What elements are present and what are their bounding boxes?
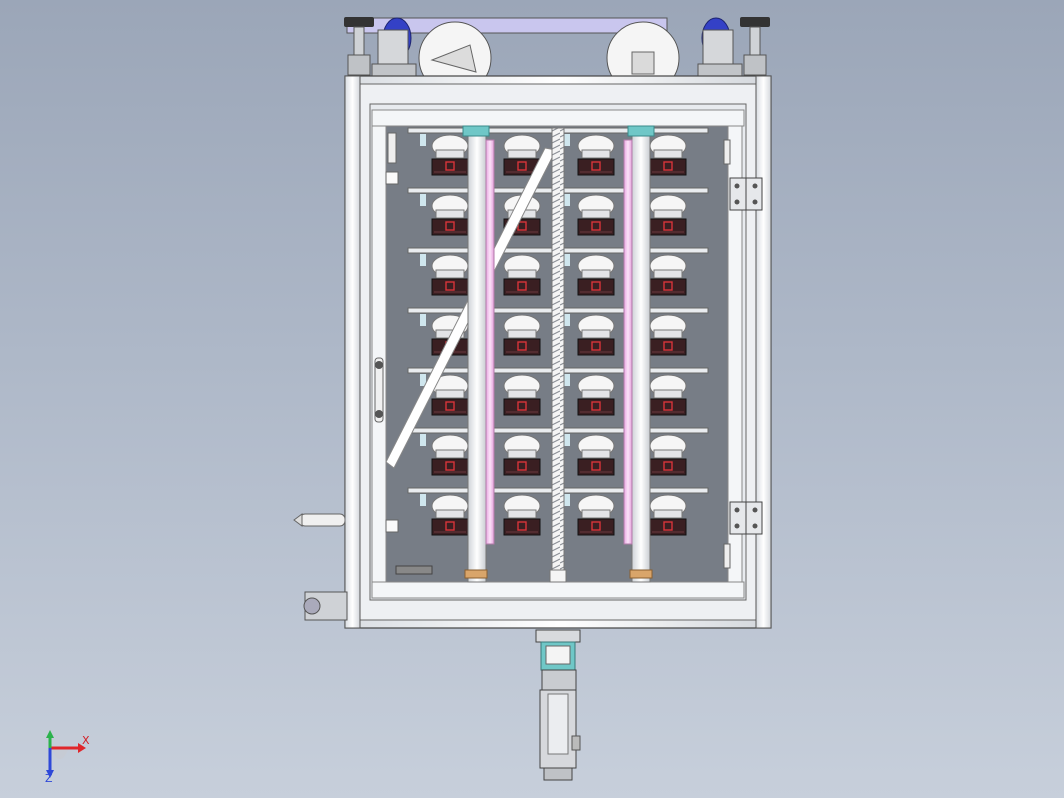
leveling-foot-icon bbox=[740, 17, 770, 76]
bowl-base bbox=[581, 509, 611, 519]
shelf-marker bbox=[420, 494, 426, 506]
tray-mark bbox=[445, 461, 455, 471]
tray-mark bbox=[591, 161, 601, 171]
bowl-base bbox=[435, 209, 465, 219]
shelf-marker bbox=[420, 314, 426, 326]
side-fitting bbox=[293, 513, 348, 621]
bowl-base bbox=[435, 449, 465, 459]
tray-unit bbox=[503, 458, 541, 476]
tray-mark bbox=[591, 341, 601, 351]
tray-unit bbox=[577, 278, 615, 296]
tray-unit bbox=[503, 278, 541, 296]
guide-rod-right bbox=[623, 125, 655, 583]
bowl-base bbox=[581, 209, 611, 219]
motor-icon[interactable] bbox=[535, 629, 581, 781]
bowl-base bbox=[507, 449, 537, 459]
caster-wheel-icon bbox=[371, 17, 417, 77]
caster-wheel-icon bbox=[697, 17, 743, 77]
shelf-marker bbox=[564, 434, 570, 446]
hinge-icon[interactable] bbox=[729, 177, 763, 211]
bowl-base bbox=[653, 509, 683, 519]
bowl-base bbox=[653, 149, 683, 159]
tray-unit bbox=[503, 398, 541, 416]
z-axis-label: Z bbox=[45, 772, 53, 785]
tray-unit bbox=[577, 158, 615, 176]
tray-unit bbox=[503, 518, 541, 536]
tray-unit bbox=[577, 518, 615, 536]
tray-unit bbox=[577, 218, 615, 236]
hinge-icon[interactable] bbox=[729, 501, 763, 535]
bowl-base bbox=[507, 329, 537, 339]
tray-mark bbox=[591, 521, 601, 531]
tray-mark bbox=[445, 281, 455, 291]
bowl-base bbox=[435, 389, 465, 399]
tray-mark bbox=[591, 281, 601, 291]
lead-screw bbox=[549, 127, 567, 583]
tray-mark bbox=[517, 161, 527, 171]
tray-mark bbox=[663, 341, 673, 351]
bowl-base bbox=[507, 389, 537, 399]
bowl-base bbox=[653, 209, 683, 219]
tray-mark bbox=[591, 401, 601, 411]
tray-mark bbox=[591, 221, 601, 231]
tray-mark bbox=[445, 161, 455, 171]
handle-icon[interactable] bbox=[374, 357, 384, 423]
tray-mark bbox=[445, 221, 455, 231]
tray-mark bbox=[663, 221, 673, 231]
tray-mark bbox=[517, 401, 527, 411]
sensor-fitting bbox=[385, 132, 731, 575]
bowl-base bbox=[581, 389, 611, 399]
inner-trim bbox=[371, 109, 745, 599]
tray-mark bbox=[517, 281, 527, 291]
shelf-marker bbox=[564, 374, 570, 386]
tray-unit bbox=[577, 458, 615, 476]
guide-rod-left bbox=[462, 125, 495, 583]
tray-mark bbox=[663, 521, 673, 531]
shelf-marker bbox=[420, 194, 426, 206]
bowl-base bbox=[653, 269, 683, 279]
tray-unit bbox=[577, 398, 615, 416]
tray-mark bbox=[517, 221, 527, 231]
tray-mark bbox=[517, 461, 527, 471]
bowl-base bbox=[435, 509, 465, 519]
tray-mark bbox=[445, 521, 455, 531]
bowl-base bbox=[581, 449, 611, 459]
tray-mark bbox=[445, 401, 455, 411]
tray-mark bbox=[663, 281, 673, 291]
tray-unit bbox=[503, 338, 541, 356]
shelf-marker bbox=[420, 254, 426, 266]
coordinate-triad: X Z bbox=[38, 728, 98, 785]
bowl-base bbox=[435, 269, 465, 279]
bowl-base bbox=[581, 149, 611, 159]
shelf-marker bbox=[420, 434, 426, 446]
bowl-base bbox=[507, 149, 537, 159]
x-axis-label: X bbox=[82, 734, 90, 747]
bowl-base bbox=[653, 389, 683, 399]
shelf-marker bbox=[564, 254, 570, 266]
tray-mark bbox=[663, 461, 673, 471]
bowl-base bbox=[653, 329, 683, 339]
bowl-base bbox=[507, 269, 537, 279]
bowl-base bbox=[581, 329, 611, 339]
bowl-base bbox=[653, 449, 683, 459]
tray-mark bbox=[517, 521, 527, 531]
tray-mark bbox=[517, 341, 527, 351]
shelf-marker bbox=[564, 134, 570, 146]
bowl-base bbox=[507, 509, 537, 519]
tray-unit bbox=[577, 338, 615, 356]
bowl-base bbox=[435, 149, 465, 159]
tray-mark bbox=[663, 161, 673, 171]
tray-mark bbox=[591, 461, 601, 471]
leveling-foot-icon bbox=[344, 17, 374, 76]
shelf-marker bbox=[420, 134, 426, 146]
shelf-marker bbox=[564, 314, 570, 326]
bowl-base bbox=[581, 269, 611, 279]
shelf-marker bbox=[564, 194, 570, 206]
tray-mark bbox=[663, 401, 673, 411]
shelf-marker bbox=[420, 374, 426, 386]
shelf-marker bbox=[564, 494, 570, 506]
